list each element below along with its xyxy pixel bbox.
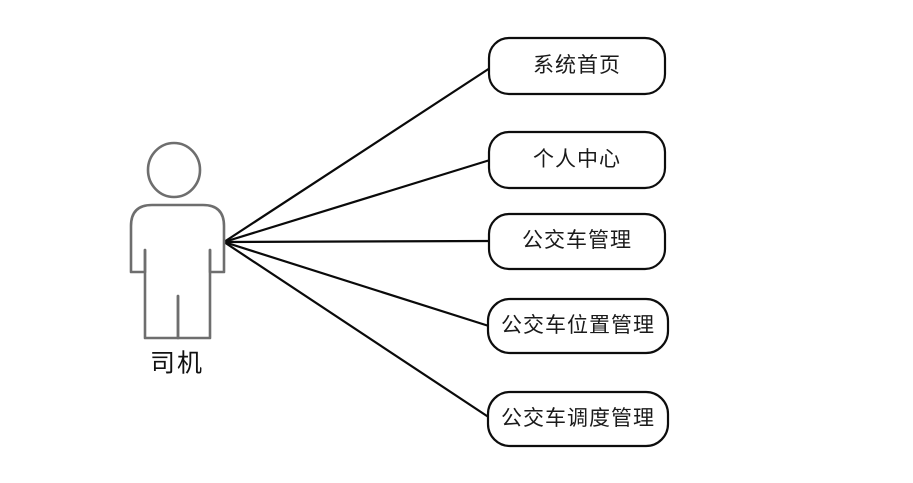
use-case-personal-center[interactable]: 个人中心 — [487, 130, 667, 190]
use-case-box[interactable] — [486, 297, 670, 355]
actor-label: 司机 — [150, 350, 204, 378]
use-case-system-home[interactable]: 系统首页 — [487, 36, 667, 96]
person-actor-icon-arm-slits — [143, 248, 212, 340]
use-case-label: 系统首页 — [533, 53, 621, 77]
association-line-personal-center — [222, 158, 492, 244]
use-case-box[interactable] — [487, 212, 667, 271]
association-line-bus-dispatch-mgmt — [222, 240, 495, 422]
use-case-label: 公交车位置管理 — [501, 313, 655, 337]
association-lines — [222, 66, 495, 422]
association-line-system-home — [222, 66, 492, 244]
use-case-box[interactable] — [487, 36, 667, 96]
use-case-label: 个人中心 — [533, 147, 621, 171]
association-line-bus-management — [222, 239, 492, 244]
person-actor-icon-head — [146, 141, 202, 199]
use-case-bus-dispatch-mgmt[interactable]: 公交车调度管理 — [486, 390, 670, 448]
use-case-bus-location-mgmt[interactable]: 公交车位置管理 — [486, 297, 670, 355]
use-case-box[interactable] — [486, 390, 670, 448]
use-case-label: 公交车调度管理 — [501, 406, 655, 430]
use-case-label: 公交车管理 — [522, 228, 632, 252]
association-line-bus-location-mgmt — [222, 240, 494, 329]
use-case-bus-management[interactable]: 公交车管理 — [487, 212, 667, 271]
use-case-box[interactable] — [487, 130, 667, 190]
actor-driver[interactable]: 司机 — [129, 141, 226, 378]
